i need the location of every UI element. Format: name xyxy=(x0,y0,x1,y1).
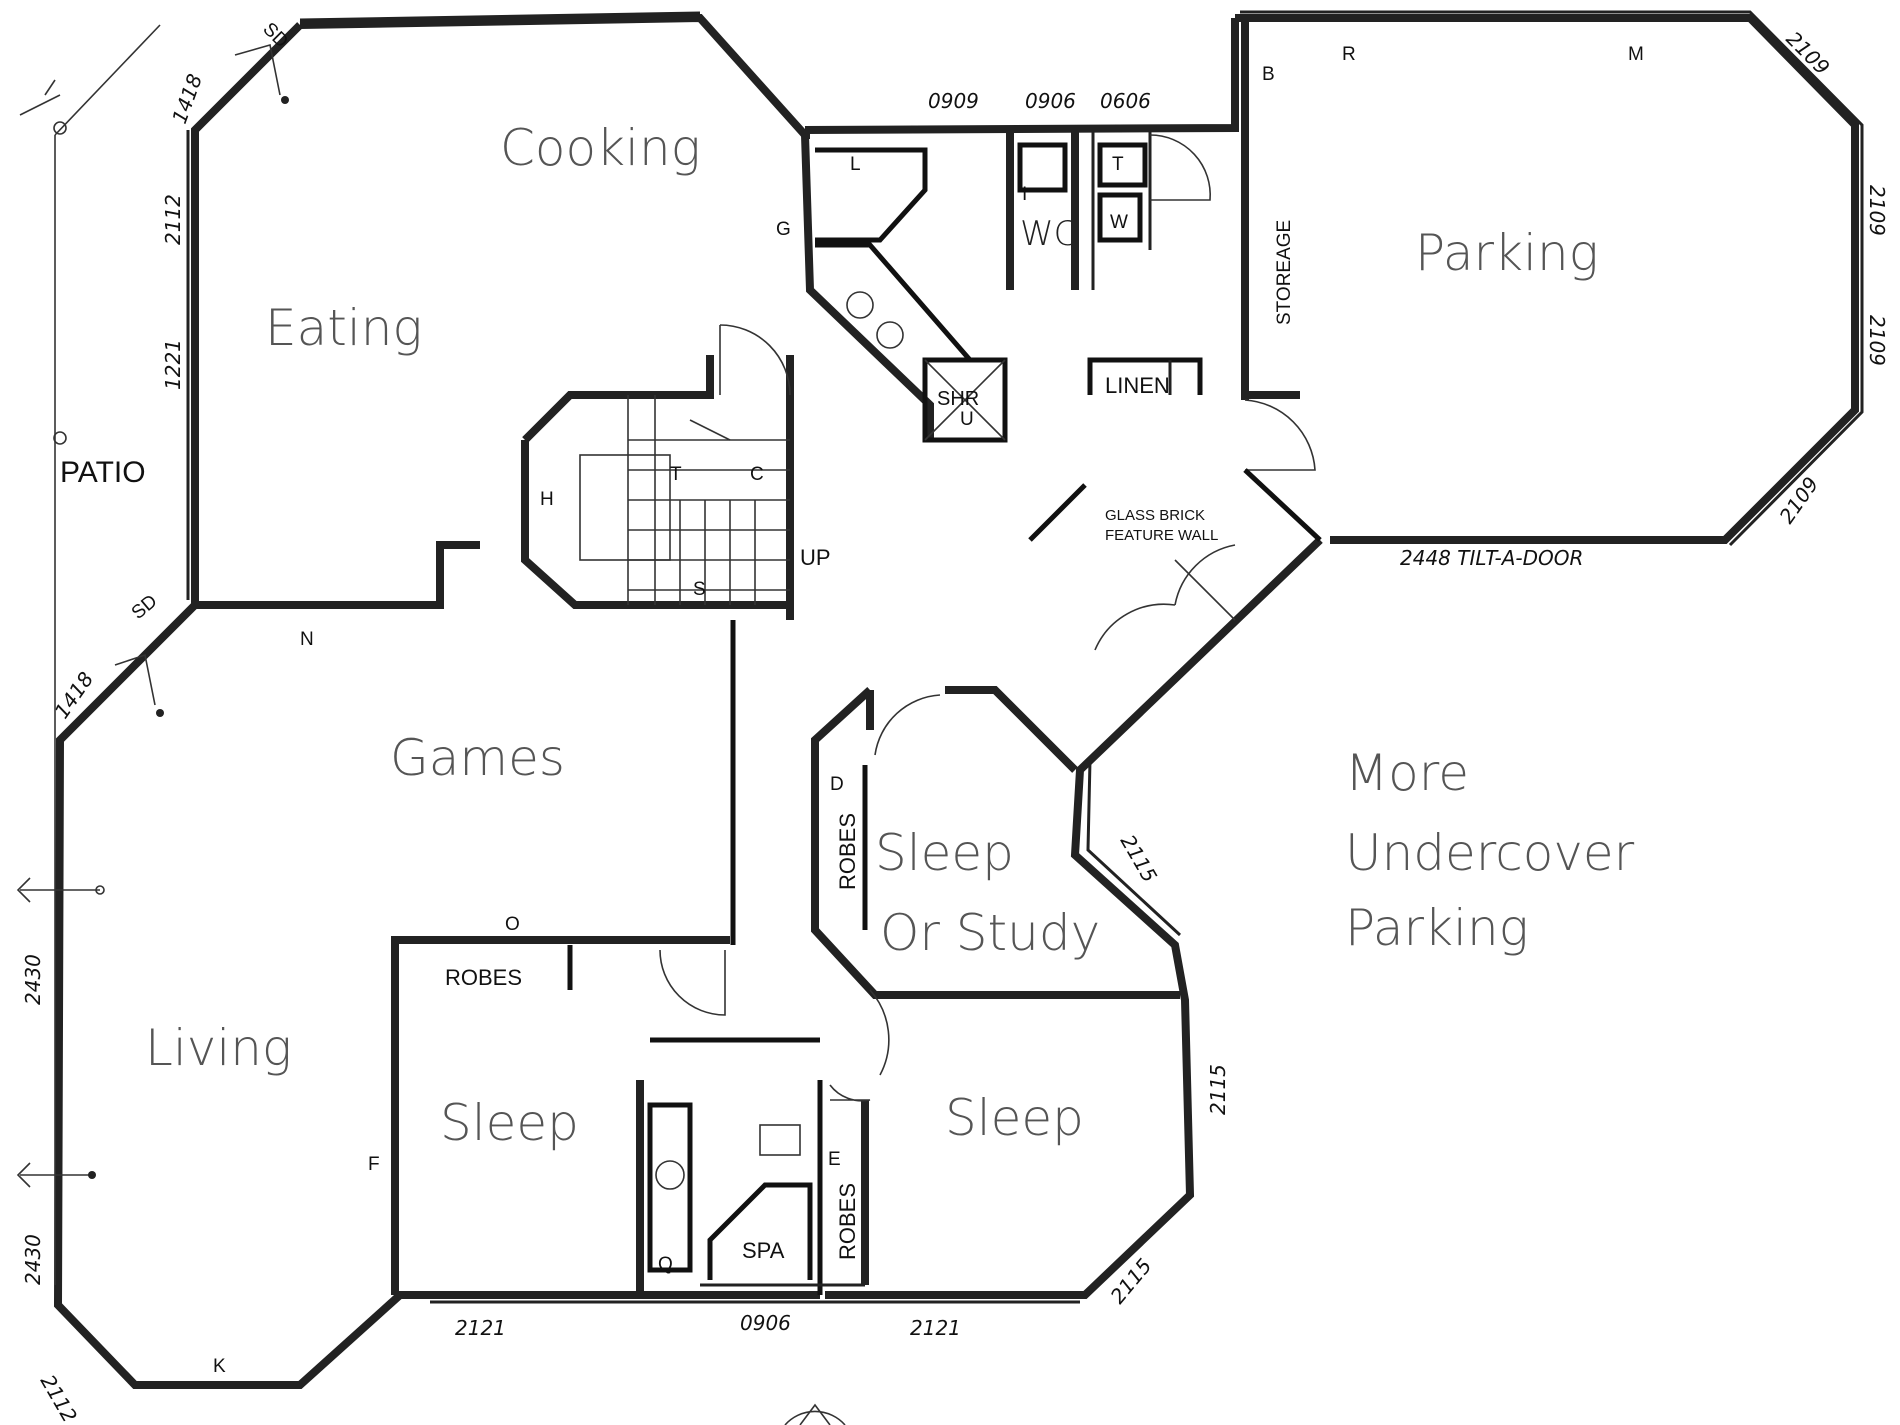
room-cooking: Cooking xyxy=(500,119,701,177)
dim-2115-b: 2115 xyxy=(1206,1064,1230,1115)
dimension-labels: 0909 0906 0606 2109 2109 2109 2109 1418 … xyxy=(21,27,1889,1425)
room-labels: Cooking Eating Parking Games Living Slee… xyxy=(145,119,1635,1152)
label-sd-mid: SD xyxy=(128,591,162,624)
letter-k: K xyxy=(213,1356,226,1377)
room-more-parking-line2: Undercover xyxy=(1345,824,1635,882)
label-robes-bath: ROBES xyxy=(835,1183,860,1260)
dim-2430-a: 2430 xyxy=(21,954,45,1005)
dim-2121-left: 2121 xyxy=(455,1316,506,1340)
label-wc: WC xyxy=(1020,214,1077,254)
interior-walls xyxy=(16,24,1322,1425)
letter-m: M xyxy=(1628,44,1644,65)
dim-1221: 1221 xyxy=(161,339,185,390)
label-glass-brick: GLASS BRICK xyxy=(1105,507,1205,524)
letter-u: U xyxy=(960,409,974,430)
letter-d: D xyxy=(830,774,844,795)
letter-c: C xyxy=(750,464,764,485)
dim-2109-c: 2109 xyxy=(1865,315,1889,366)
room-sleep-left: Sleep xyxy=(440,1094,579,1152)
room-sleep-or-study-line2: Or Study xyxy=(880,904,1100,962)
letter-e: E xyxy=(828,1149,841,1170)
room-more-parking-line1: More xyxy=(1345,744,1469,802)
room-parking: Parking xyxy=(1415,224,1599,282)
letter-l: L xyxy=(850,154,861,175)
label-shr: SHR xyxy=(937,388,979,410)
letter-b: B xyxy=(1262,64,1275,85)
dim-2109-b: 2109 xyxy=(1865,185,1889,236)
dim-0606: 0606 xyxy=(1100,89,1151,113)
dim-0906-top: 0906 xyxy=(1025,89,1076,113)
letter-o: O xyxy=(505,914,520,935)
room-sleep-right: Sleep xyxy=(945,1089,1084,1147)
label-tilt-a-door: 2448 TILT-A-DOOR xyxy=(1400,546,1583,570)
reference-letters: B R M G L T W H T C S N D O F E Q K U I xyxy=(213,44,1644,1377)
dim-2430-b: 2430 xyxy=(21,1234,45,1285)
dim-2115-c: 2115 xyxy=(1105,1254,1156,1308)
dim-0906-bottom: 0906 xyxy=(740,1311,791,1335)
label-robes-top: ROBES xyxy=(445,965,522,990)
room-games: Games xyxy=(390,729,565,787)
letter-q: Q xyxy=(658,1254,673,1275)
letter-h: H xyxy=(540,489,554,510)
dim-0909: 0909 xyxy=(928,89,979,113)
letter-r: R xyxy=(1342,44,1356,65)
label-spa: SPA xyxy=(742,1238,785,1263)
letter-s: S xyxy=(693,579,706,600)
label-patio: PATIO xyxy=(60,456,146,489)
letter-n: N xyxy=(300,629,314,650)
label-robes-study: ROBES xyxy=(835,813,860,890)
room-living: Living xyxy=(145,1019,292,1077)
dim-2121-right: 2121 xyxy=(910,1316,961,1340)
exterior-walls xyxy=(53,10,1864,1389)
fixture-labels: PATIO WC STOREAGE LINEN GLASS BRICK FEAT… xyxy=(60,19,1583,1263)
room-more-parking-line3: Parking xyxy=(1345,899,1529,957)
dim-2112-bottom: 2112 xyxy=(36,1371,82,1425)
label-storeage: STOREAGE xyxy=(1274,220,1295,325)
room-sleep-or-study-line1: Sleep xyxy=(875,824,1014,882)
letter-w: W xyxy=(1110,212,1128,233)
letter-t2: T xyxy=(670,464,682,485)
letter-f: F xyxy=(368,1154,380,1175)
room-eating: Eating xyxy=(265,299,422,357)
dim-2112-left: 2112 xyxy=(161,194,185,245)
label-feature-wall: FEATURE WALL xyxy=(1105,527,1218,544)
letter-t: T xyxy=(1112,154,1124,175)
dim-2115-a: 2115 xyxy=(1116,831,1162,887)
letter-i: I xyxy=(1022,184,1027,205)
letter-g: G xyxy=(776,219,791,240)
label-linen: LINEN xyxy=(1105,373,1170,398)
label-up: UP xyxy=(800,545,831,570)
